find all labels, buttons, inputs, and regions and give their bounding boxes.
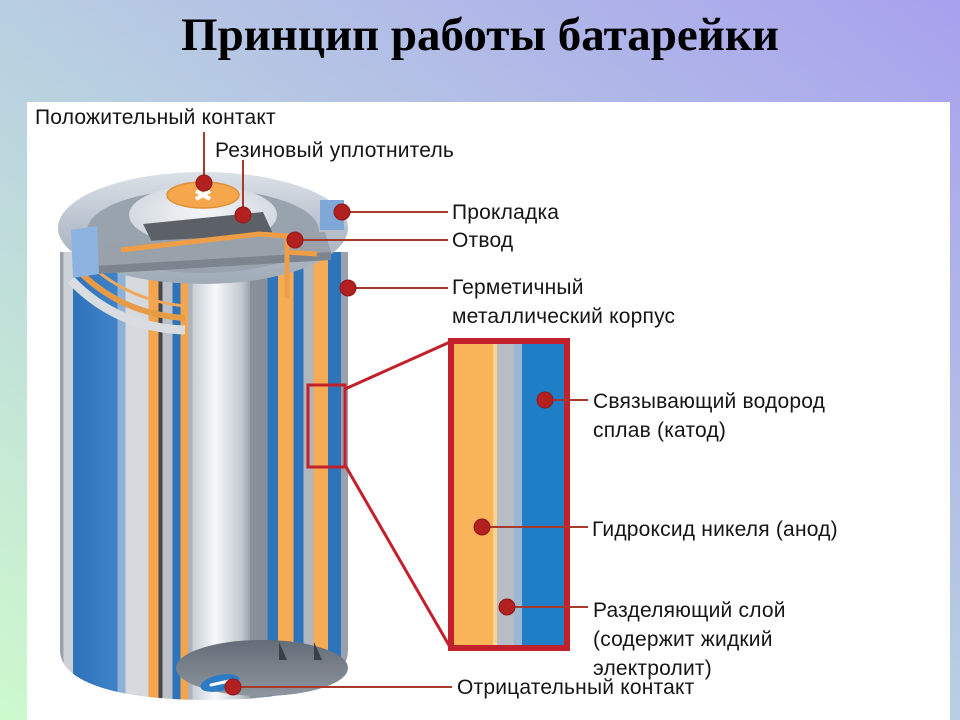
callout-dot-cathode	[536, 391, 554, 409]
lead-plate-edge	[93, 252, 331, 274]
label-metal-case: Герметичный металлический корпус	[452, 276, 676, 328]
label-anode: Гидроксид никеля (анод)	[592, 518, 838, 541]
label-gasket: Прокладка	[452, 201, 560, 224]
inset-layer-separator	[497, 344, 514, 645]
inset-layer-anode	[454, 344, 493, 645]
magnifier-connector-top	[344, 340, 451, 391]
lead-plate	[85, 232, 331, 266]
magnifier-inset	[306, 338, 570, 651]
battery-top-cap	[58, 172, 348, 298]
label-positive-contact: Положительный контакт	[35, 106, 276, 129]
layer-sweep-silver	[67, 276, 186, 335]
bottom-tab	[279, 642, 287, 660]
label-separator: Разделяющий слой (содержит жидкий электр…	[593, 599, 786, 680]
label-negative-contact: Отрицательный контакт	[457, 676, 695, 699]
positive-contact-mark	[195, 189, 211, 201]
label-lead: Отвод	[452, 229, 514, 252]
label-cathode: Связывающий водород сплав (катод)	[593, 390, 826, 442]
callout-dots	[195, 174, 554, 696]
slide-title: Принцип работы батарейки	[181, 9, 779, 61]
magnifier-connector-bottom	[343, 464, 452, 648]
layer-sweep-orange	[72, 264, 186, 321]
bottom-tab	[314, 642, 322, 660]
negative-contact-highlight	[209, 679, 231, 687]
callout-dot-metal-case	[339, 279, 357, 297]
callout-dot-lead	[286, 231, 304, 249]
battery-cutaway-illustration	[58, 132, 588, 700]
magnifier-source-rect	[306, 383, 347, 469]
callout-dot-separator	[498, 598, 516, 616]
callout-dot-gasket	[333, 203, 351, 221]
label-rubber-seal: Резиновый уплотнитель	[215, 139, 455, 162]
gasket-orange-line	[120, 231, 318, 298]
callout-dot-rubber-seal	[234, 206, 252, 224]
callout-dot-anode	[473, 518, 491, 536]
callout-dot-negative-contact	[224, 678, 242, 696]
gasket-blue-left	[71, 226, 99, 278]
callout-dot-positive-contact	[195, 174, 213, 192]
diagram-panel: Положительный контакт Резиновый уплотнит…	[27, 102, 950, 720]
battery-body-stripes	[60, 252, 348, 700]
inset-layer-separator-edge	[514, 344, 522, 645]
inset-layer-anode-edge	[493, 344, 497, 645]
battery-body	[60, 252, 348, 700]
callouts	[203, 132, 588, 688]
inset-layer-cathode	[522, 344, 564, 645]
